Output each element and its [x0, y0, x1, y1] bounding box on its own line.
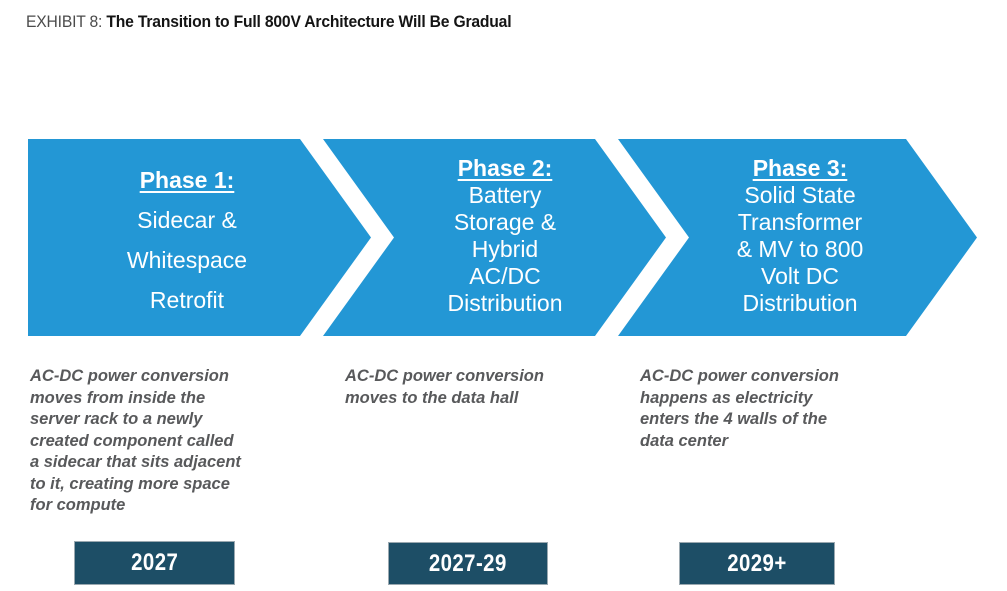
phase-1-description-line: server rack to a newly	[30, 410, 203, 428]
phase-2-arrow-text: Phase 2: Battery Storage & Hybrid AC/DC …	[380, 155, 630, 317]
phase-1-arrow-shape	[28, 139, 371, 336]
phase-3-description-line: data center	[640, 431, 729, 450]
phase-2-line: Distribution	[447, 290, 563, 316]
phase-1-description-line: to it, creating more space	[30, 474, 230, 493]
exhibit-title-text: The Transition to Full 800V Architecture…	[106, 13, 512, 31]
phase-1-year-badge: 2027	[74, 541, 235, 585]
phase-arrow-band	[28, 139, 977, 336]
phase-1-description-line: moves from inside the	[30, 388, 206, 407]
phase-3-line: Distribution	[742, 290, 858, 316]
phase-2-line: Battery	[468, 182, 542, 208]
page-title: EXHIBIT 8: The Transition to Full 800V A…	[26, 10, 512, 34]
phase-1-description-line: created component called	[30, 431, 234, 450]
phase-2-description-line: moves to the data hall	[345, 388, 519, 407]
phase-3-line: Volt DC	[761, 263, 839, 289]
phase-2-arrow-shape	[323, 139, 666, 336]
phase-2-line: Hybrid	[471, 236, 539, 262]
phase-2-line: AC/DC	[469, 263, 541, 289]
phase-3-description: AC-DC power conversion happens as electr…	[640, 366, 930, 452]
phase-1-description-line: AC-DC power conversion	[30, 367, 229, 385]
phase-1-heading: Phase 1:	[139, 167, 235, 193]
phase-3-description-line: AC-DC power conversion	[640, 367, 839, 385]
phase-2-line: Storage &	[453, 209, 557, 235]
phase-1-description: AC-DC power conversion moves from inside…	[30, 366, 320, 517]
phase-1-line: Whitespace	[126, 247, 248, 273]
phase-2-description: AC-DC power conversion moves to the data…	[345, 366, 635, 409]
phase-3-heading: Phase 3:	[752, 155, 848, 181]
phase-1-description-line: a sidecar that sits adjacent	[30, 453, 241, 471]
phase-3-year-label: 2029+	[727, 549, 787, 577]
phase-1-description-line: for compute	[30, 496, 126, 514]
phase-1-arrow-text: Phase 1: Sidecar & Whitespace Retrofit	[40, 160, 334, 320]
phase-3-arrow-text: Phase 3: Solid State Transformer & MV to…	[675, 155, 925, 317]
phase-3-line: Solid State	[744, 182, 856, 208]
phase-3-description-line: happens as electricity	[640, 388, 813, 407]
phase-1-year-label: 2027	[130, 549, 179, 576]
phase-2-year-label: 2027-29	[429, 549, 507, 577]
phase-3-line: Transformer	[737, 209, 863, 235]
phase-1-line: Retrofit	[149, 287, 225, 313]
phase-3-description-line: enters the 4 walls of the	[640, 410, 828, 428]
phase-2-heading: Phase 2:	[457, 155, 553, 181]
phase-3-line: & MV to 800	[736, 236, 864, 262]
phase-1-line: Sidecar &	[137, 207, 237, 233]
phase-2-year-badge: 2027-29	[388, 542, 548, 585]
phase-2-description-line: AC-DC power conversion	[345, 367, 544, 385]
phase-3-arrow-shape	[618, 139, 977, 336]
phase-3-year-badge: 2029+	[679, 542, 835, 585]
exhibit-number-label: EXHIBIT 8:	[26, 13, 103, 31]
